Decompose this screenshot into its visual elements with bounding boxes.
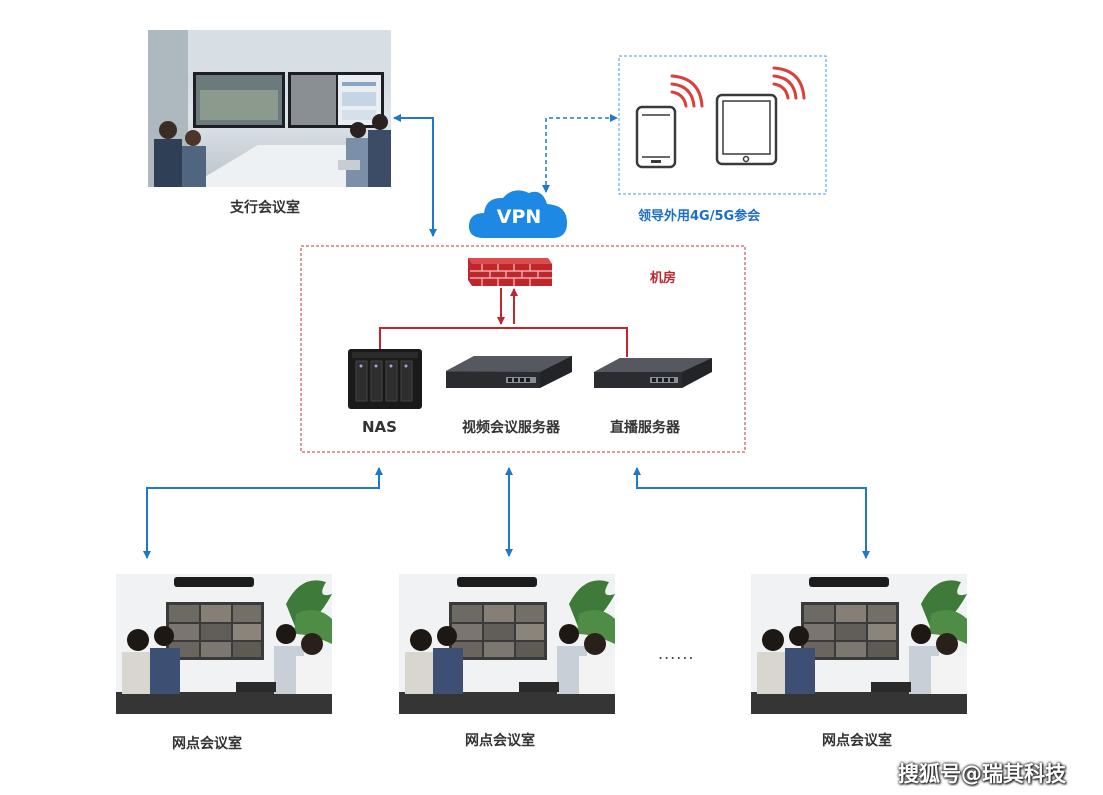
branch-link-arrow [393,114,437,237]
vpn-label: VPN [496,206,542,228]
outlet-meeting-room-label-1: 网点会议室 [172,736,242,752]
watermark: 搜狐号@瑞其科技 [898,762,1066,786]
outlet-meeting-room-photo-3 [751,574,967,714]
outlet-meeting-room-photo-2 [399,574,615,714]
branch-meeting-room-photo [148,30,391,187]
mobile-vpn-link-arrow [542,114,618,193]
outlet-meeting-room-photo-1 [116,574,332,714]
more-rooms-ellipsis: ...... [658,644,695,663]
outlet-3-link-arrow [633,467,870,559]
branch-meeting-room-label: 支行会议室 [230,200,300,216]
cloud-icon: VPN [466,186,572,240]
outlet-meeting-room-label-2: 网点会议室 [465,733,535,749]
outlet-1-link-arrow [143,467,383,559]
outlet-meeting-room-label-3: 网点会议室 [822,733,892,749]
server-room-label: 机房 [650,271,677,286]
nas-label: NAS [362,418,397,436]
server-bus-line [379,327,628,357]
live-server-label: 直播服务器 [610,420,680,436]
video-server-label: 视频会议服务器 [462,420,560,436]
mobile-group-box [618,55,827,195]
mobile-group-label: 领导外用4G/5G参会 [638,209,761,224]
server-room-box [300,245,746,453]
